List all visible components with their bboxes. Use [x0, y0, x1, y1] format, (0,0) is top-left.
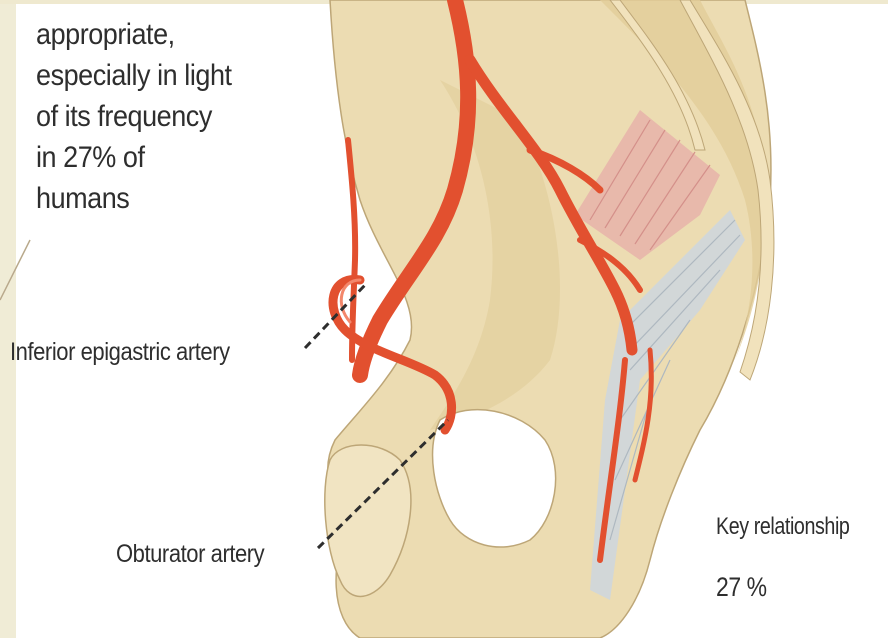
- label-inferior-epigastric-artery: Inferior epigastric artery: [10, 338, 230, 367]
- decorative-slash-line: [0, 240, 30, 300]
- body-text-line: humans: [36, 178, 306, 219]
- body-text-line: appropriate,: [36, 14, 306, 55]
- body-text-line: of its frequency: [36, 96, 306, 137]
- body-text: appropriate, especially in light of its …: [36, 14, 306, 219]
- label-key-relationship: Key relationship: [716, 513, 849, 541]
- label-obturator-artery: Obturator artery: [116, 540, 264, 569]
- label-percentage: 27 %: [716, 572, 767, 603]
- body-text-line: in 27% of: [36, 137, 306, 178]
- body-text-line: especially in light: [36, 55, 306, 96]
- inferior-epigastric-artery: [348, 140, 355, 360]
